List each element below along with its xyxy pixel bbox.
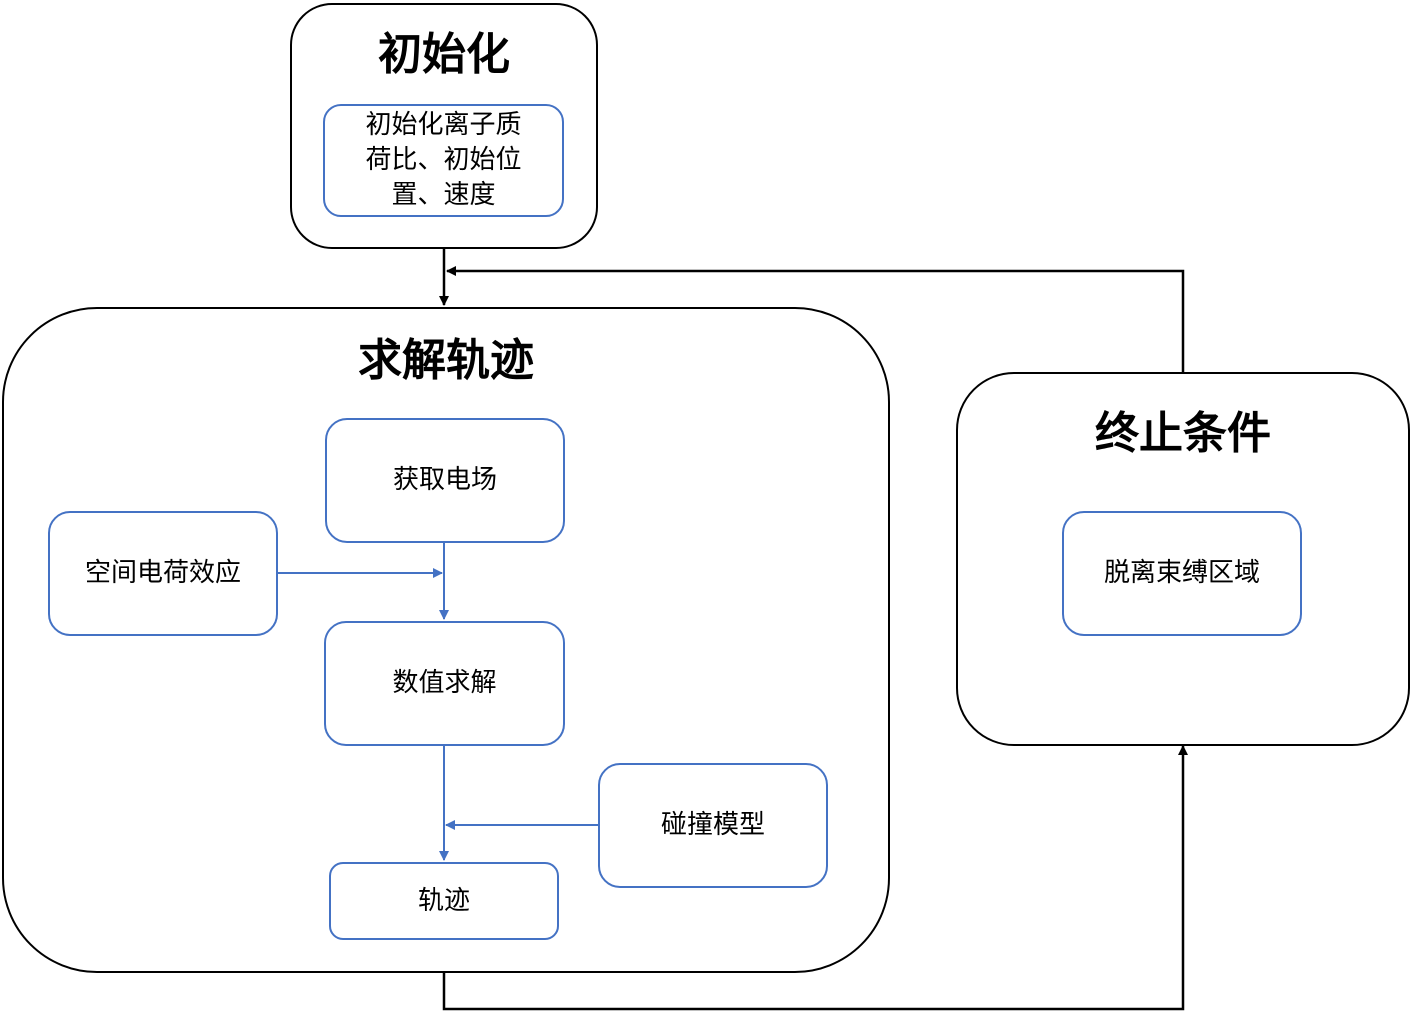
solve-to-stop-arrow (442, 745, 1188, 1011)
init-params-node: 初始化离子质 荷比、初始位 置、速度 (323, 104, 564, 217)
solve-title: 求解轨迹 (358, 335, 534, 386)
init-params-line-3: 置、速度 (391, 180, 496, 210)
init-params-line-2: 荷比、初始位 (365, 145, 522, 175)
get-field-node: 获取电场 (325, 418, 565, 543)
init-title: 初始化 (378, 29, 510, 80)
trajectory-node: 轨迹 (329, 862, 559, 940)
init-params-line-1: 初始化离子质 (365, 110, 522, 140)
numeric-solve-node: 数值求解 (324, 621, 565, 746)
collision-model-node: 碰撞模型 (598, 763, 828, 888)
stop-to-solve-loop-arrow (446, 266, 1185, 373)
space-charge-node: 空间电荷效应 (48, 511, 278, 636)
leave-region-node: 脱离束缚区域 (1062, 511, 1302, 636)
stop-title: 终止条件 (1095, 408, 1271, 459)
